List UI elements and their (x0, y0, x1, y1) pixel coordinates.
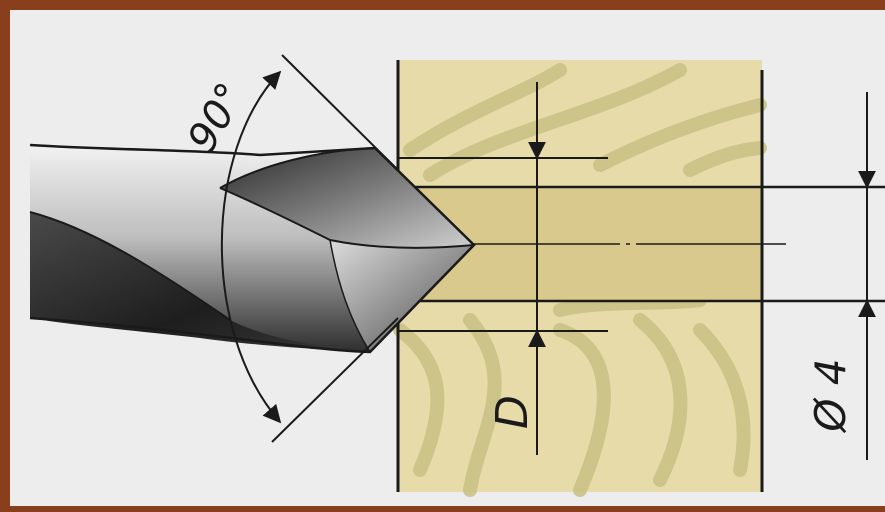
wood-grain (393, 63, 767, 497)
angle-arc (220, 70, 282, 424)
angle-dimension (220, 54, 399, 443)
depth-label: D (487, 395, 538, 429)
wooden-block (393, 60, 767, 497)
twist-drill-bit (29, 143, 476, 354)
hole-lines (398, 157, 885, 332)
diameter-label: Ø 4 (806, 358, 855, 433)
